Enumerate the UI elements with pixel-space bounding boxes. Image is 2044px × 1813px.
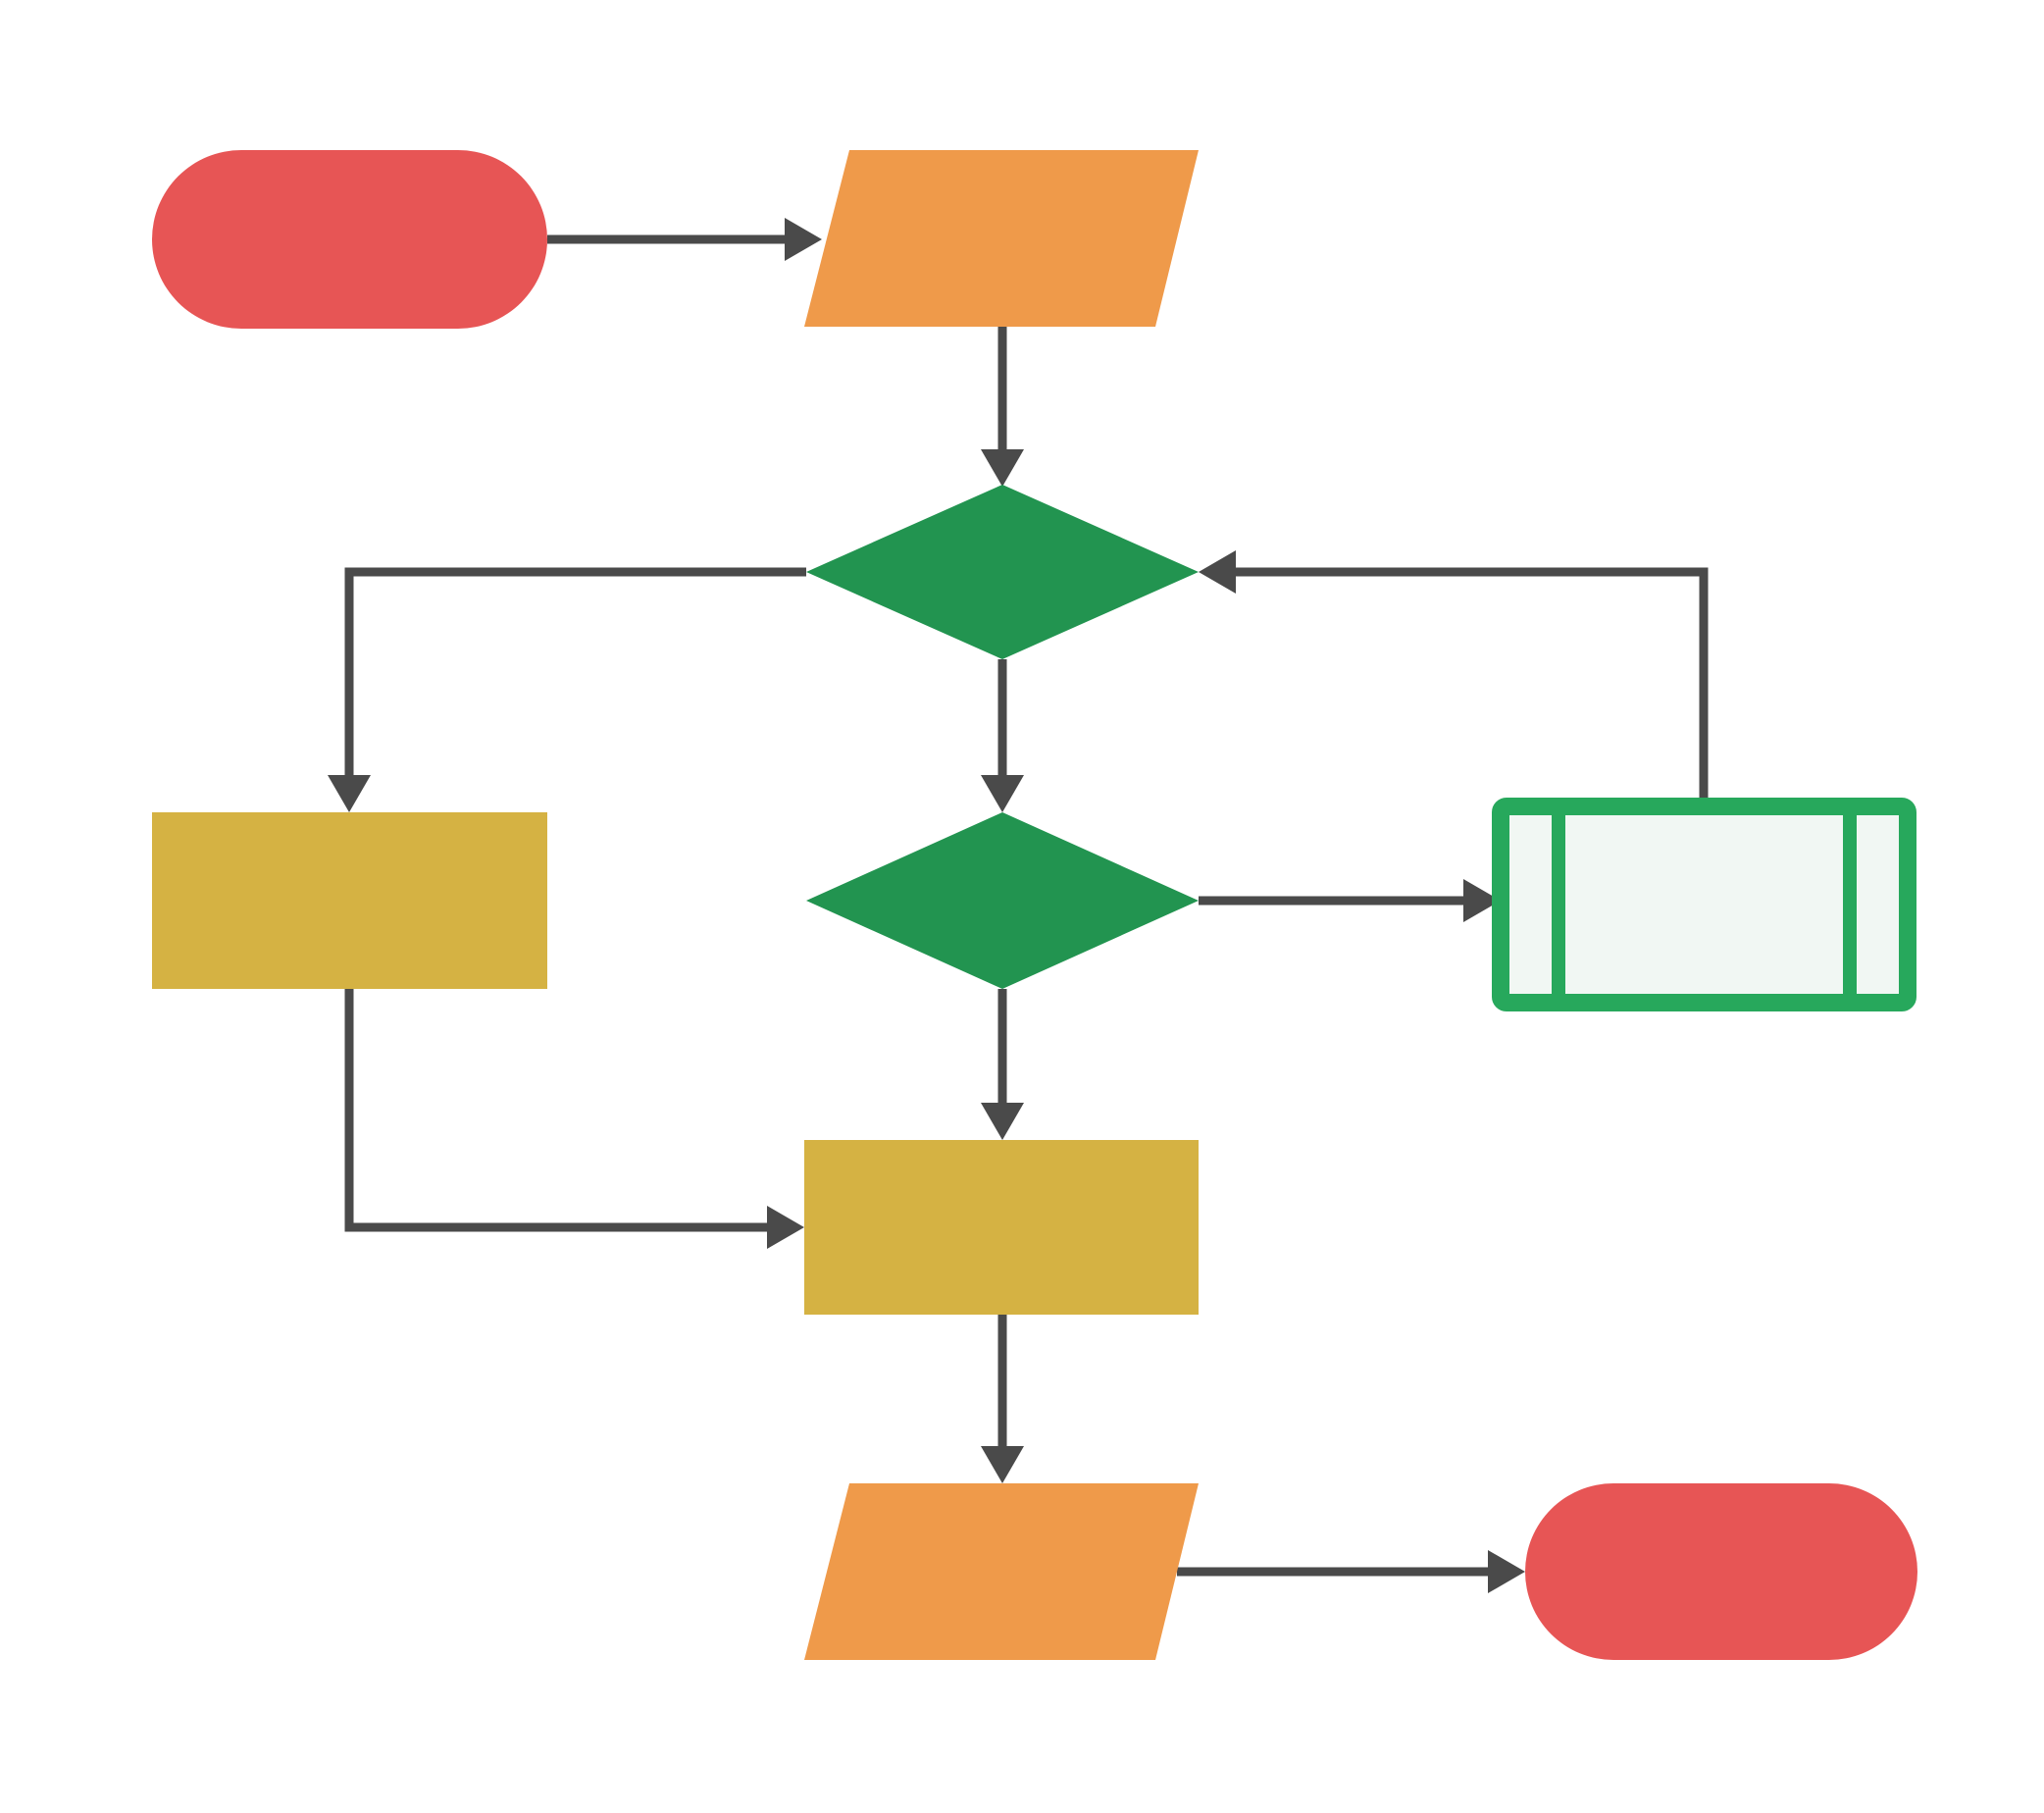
edge-decision1-to-decision2 bbox=[981, 659, 1024, 812]
node-decision-1[interactable] bbox=[806, 485, 1199, 659]
arrowhead-icon bbox=[1463, 879, 1501, 922]
node-start-terminator[interactable] bbox=[152, 150, 547, 329]
node-subroutine[interactable] bbox=[1492, 798, 1916, 1011]
edge-line bbox=[344, 567, 806, 785]
edge-layer bbox=[328, 218, 1709, 1593]
process-left-shape[interactable] bbox=[152, 812, 547, 989]
edge-line bbox=[344, 989, 777, 1232]
end-terminator-shape[interactable] bbox=[1525, 1483, 1917, 1660]
node-process-left[interactable] bbox=[152, 812, 547, 989]
node-process-center[interactable] bbox=[804, 1140, 1199, 1315]
arrowhead-icon bbox=[767, 1206, 804, 1249]
edge-process-left-to-process-center bbox=[344, 989, 804, 1249]
arrowhead-icon bbox=[1488, 1550, 1525, 1593]
arrowhead-icon bbox=[981, 775, 1024, 812]
node-decision-2[interactable] bbox=[806, 812, 1199, 989]
arrowhead-icon bbox=[785, 218, 822, 261]
edge-output-to-end bbox=[1177, 1550, 1525, 1593]
arrowhead-icon bbox=[328, 775, 371, 812]
edge-decision2-to-subroutine bbox=[1199, 879, 1501, 922]
node-output-parallelogram[interactable] bbox=[804, 1483, 1199, 1660]
edge-subroutine-to-decision1 bbox=[1199, 550, 1709, 806]
edge-decision2-to-process-center bbox=[981, 989, 1024, 1140]
subroutine-outer-shape[interactable] bbox=[1492, 798, 1916, 1011]
edge-line bbox=[1226, 567, 1709, 806]
edge-start-to-input bbox=[547, 218, 822, 261]
output-parallelogram-shape[interactable] bbox=[804, 1483, 1199, 1660]
node-input-parallelogram[interactable] bbox=[804, 150, 1199, 327]
process-center-shape[interactable] bbox=[804, 1140, 1199, 1315]
arrowhead-icon bbox=[981, 449, 1024, 487]
arrowhead-icon bbox=[981, 1446, 1024, 1483]
arrowhead-icon bbox=[1199, 550, 1236, 594]
node-end-terminator[interactable] bbox=[1525, 1483, 1917, 1660]
input-parallelogram-shape[interactable] bbox=[804, 150, 1199, 327]
decision-2-shape[interactable] bbox=[806, 812, 1199, 989]
arrowhead-icon bbox=[981, 1103, 1024, 1140]
node-layer bbox=[152, 150, 1917, 1660]
edge-process-center-to-output bbox=[981, 1315, 1024, 1483]
edge-input-to-decision1 bbox=[981, 327, 1024, 487]
edge-decision1-to-process-left bbox=[328, 567, 806, 812]
decision-1-shape[interactable] bbox=[806, 485, 1199, 659]
start-terminator-shape[interactable] bbox=[152, 150, 547, 329]
